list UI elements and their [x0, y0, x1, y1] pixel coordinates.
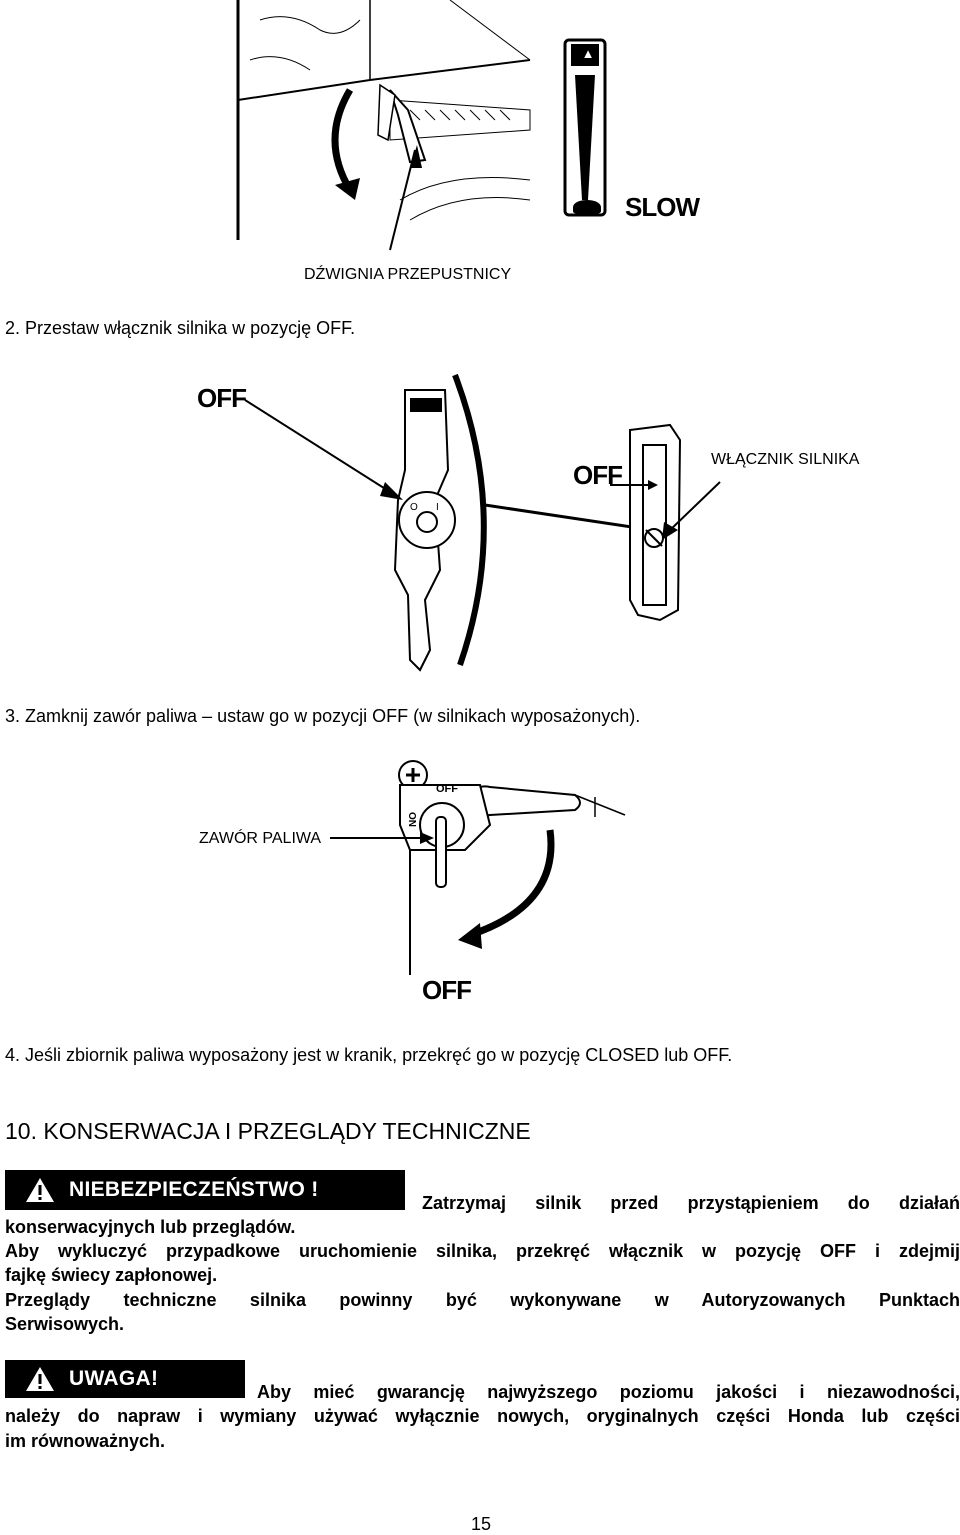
svg-text:O: O [410, 502, 418, 513]
caution-text-line-3: im równoważnych. [5, 1431, 166, 1451]
rabbit-icon: ▲ [581, 46, 595, 61]
slow-label: SLOW [625, 192, 700, 222]
danger-badge-label: NIEBEZPIECZEŃSTWO ! [69, 1178, 319, 1201]
section-title: 10. KONSERWACJA I PRZEGLĄDY TECHNICZNE [5, 1118, 531, 1144]
danger-text-line-4: fajkę świecy zapłonowej. [5, 1265, 218, 1285]
fuel-valve-off-label: OFF [422, 975, 472, 1005]
off-label-left: OFF [197, 383, 247, 413]
svg-text:I: I [436, 502, 439, 513]
step-4-text: 4. Jeśli zbiornik paliwa wyposażony jest… [5, 1045, 733, 1065]
danger-text-line-3: Aby wykluczyć przypadkowe uruchomienie s… [5, 1241, 960, 1261]
throttle-lever-illustration [236, 0, 607, 251]
off-label-right: OFF [573, 460, 623, 490]
warning-icon [26, 1367, 54, 1391]
step-2-text: 2. Przestaw włącznik silnika w pozycję O… [5, 318, 356, 338]
valve-on-small-label: ON [406, 812, 417, 827]
fuel-valve-caption: ZAWÓR PALIWA [199, 830, 322, 847]
danger-text-line-1: Zatrzymaj silnik przed przystąpieniem do… [422, 1193, 960, 1213]
turtle-icon [573, 200, 601, 214]
caution-text-line-2: należy do napraw i wymiany używać wyłącz… [5, 1406, 960, 1426]
engine-switch-illustration: O I [244, 373, 721, 672]
fuel-valve-illustration [330, 760, 626, 975]
danger-text-line-5: Przeglądy techniczne silnika powinny być… [5, 1290, 960, 1310]
warning-icon [26, 1178, 54, 1202]
danger-badge: NIEBEZPIECZEŃSTWO ! [5, 1170, 405, 1210]
throttle-lever-caption: DŹWIGNIA PRZEPUSTNICY [304, 266, 512, 283]
danger-text-line-6: Serwisowych. [5, 1314, 125, 1334]
step-3-text: 3. Zamknij zawór paliwa – ustaw go w poz… [5, 706, 641, 726]
caution-badge-label: UWAGA! [69, 1367, 159, 1390]
caution-badge: UWAGA! [5, 1360, 245, 1398]
caution-text-line-1: Aby mieć gwarancję najwyższego poziomu j… [257, 1382, 960, 1402]
danger-text-line-2: konserwacyjnych lub przeglądów. [5, 1217, 296, 1237]
page-number: 15 [471, 1514, 492, 1534]
engine-switch-caption: WŁĄCZNIK SILNIKA [711, 451, 860, 468]
valve-off-small-label: OFF [436, 783, 458, 795]
